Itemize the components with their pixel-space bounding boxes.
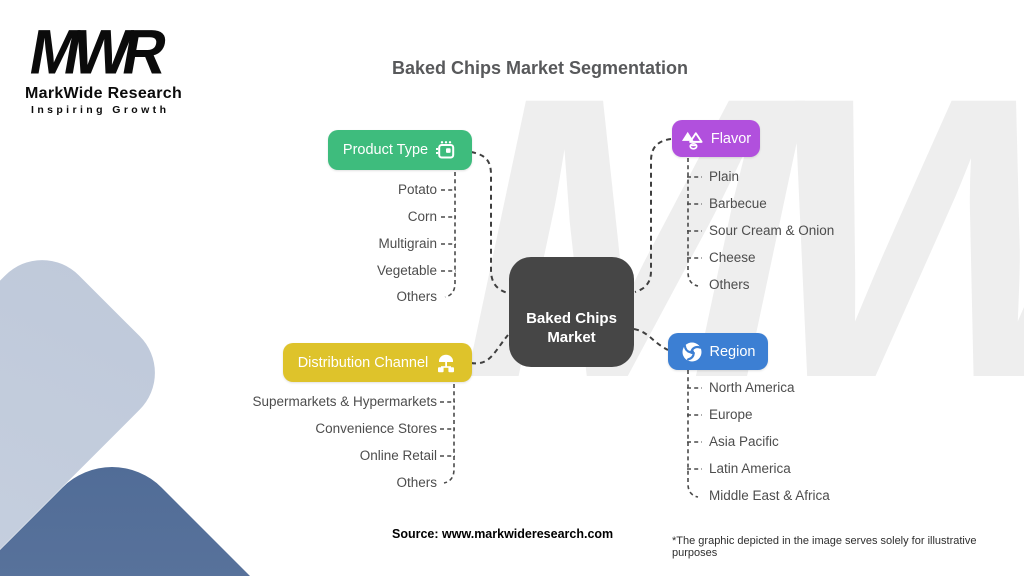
category-label-flavor: Flavor [710, 130, 752, 147]
list-item: Europe [709, 407, 753, 422]
markwide-logo: MWR MarkWide Research Inspiring Growth [24, 17, 183, 116]
chip-icon [436, 141, 455, 159]
disclaimer-text: *The graphic depicted in the image serve… [672, 535, 977, 559]
category-node-region: Region [668, 333, 768, 370]
source-text: Source: www.markwideresearch.com [392, 527, 614, 541]
list-item: Potato [397, 182, 437, 197]
category-label-distribution-channel: Distribution Channel [297, 354, 429, 371]
category-label-region: Region [709, 343, 756, 360]
shapes-icon [681, 131, 703, 150]
list-item: Convenience Stores [315, 421, 437, 436]
list-item: Sour Cream & Onion [709, 223, 835, 238]
list-item: Asia Pacific [709, 434, 779, 449]
list-item: Others [396, 475, 437, 490]
central-node-label: Baked Chips Market [526, 310, 617, 346]
category-node-distribution-channel: Distribution Channel [283, 343, 472, 382]
list-item: Barbecue [709, 196, 767, 211]
sitemap-icon [438, 354, 455, 372]
page-title: Baked Chips Market Segmentation [391, 58, 689, 78]
list-item: Online Retail [359, 448, 437, 463]
list-item: North America [709, 380, 795, 395]
logo-name: MarkWide Research [25, 85, 183, 102]
list-item: Cheese [709, 250, 756, 265]
list-item: Multigrain [378, 236, 437, 251]
list-item: Middle East & Africa [709, 488, 830, 503]
list-item: Plain [709, 169, 740, 184]
list-item: Corn [407, 209, 437, 224]
list-item: Supermarkets & Hypermarkets [252, 394, 437, 409]
category-node-product-type: Product Type [328, 130, 472, 170]
list-item: Others [396, 289, 437, 304]
logo-tagline: Inspiring Growth [31, 104, 170, 116]
globe-icon [682, 342, 702, 361]
list-item: Vegetable [376, 263, 437, 278]
list-item: Others [709, 277, 750, 292]
category-node-flavor: Flavor [672, 120, 760, 157]
central-node: Baked Chips Market [509, 257, 634, 367]
list-item: Latin America [709, 461, 791, 476]
category-label-product-type: Product Type [342, 142, 429, 158]
